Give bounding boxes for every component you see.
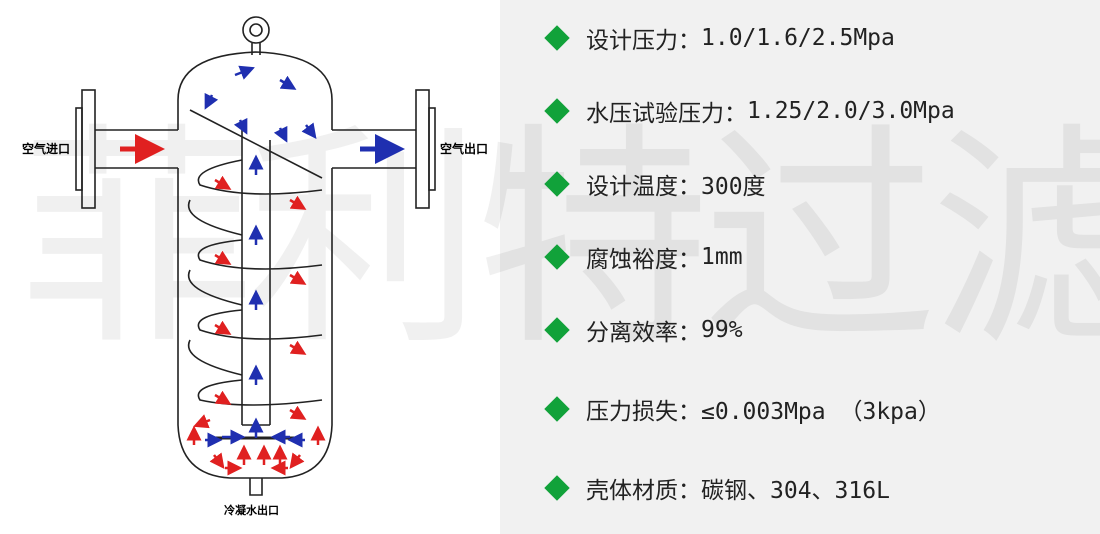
diamond-bullet-icon (544, 396, 570, 422)
swirl-path (197, 239, 323, 270)
swirl-path (197, 379, 323, 406)
spec-value: 1mm (701, 244, 743, 270)
spec-row: 分离效率： 99% (540, 310, 743, 350)
diamond-bullet-icon (544, 25, 570, 51)
outlet-flange (415, 89, 430, 209)
diamond-bullet-icon (544, 171, 570, 197)
flow-arrow (234, 65, 256, 80)
vessel-outline (75, 16, 436, 496)
flow-arrow (204, 92, 219, 110)
spec-label: 设计压力： (586, 28, 701, 54)
spec-row: 设计温度： 300度 (540, 164, 766, 204)
flow-arrow (289, 270, 307, 285)
spec-label: 腐蚀裕度： (586, 247, 701, 273)
spec-row: 腐蚀裕度： 1mm (540, 237, 743, 277)
spec-label: 分离效率： (586, 320, 701, 346)
spec-label: 压力损失： (586, 399, 701, 425)
flow-arrow (273, 125, 288, 143)
flow-arrow (279, 75, 297, 90)
swirl-path (187, 269, 243, 306)
spec-value: 300度 (701, 174, 766, 200)
flow-arrow (193, 414, 211, 429)
flow-arrow (209, 452, 225, 469)
spec-row: 设计压力： 1.0/1.6/2.5Mpa (540, 18, 895, 58)
spec-row: 水压试验压力： 1.25/2.0/3.0Mpa (540, 91, 955, 131)
flow-arrow (301, 122, 317, 139)
flow-arrow (214, 320, 232, 335)
swirl-path (187, 199, 243, 236)
flow-arrow (289, 452, 305, 469)
spec-value: 1.25/2.0/3.0Mpa (747, 98, 955, 124)
diamond-bullet-icon (544, 244, 570, 270)
flow-arrow (214, 175, 232, 190)
inlet-flange (81, 89, 96, 209)
drain-nozzle (249, 478, 263, 496)
inlet-pipe (95, 129, 178, 169)
vessel-shell (177, 168, 333, 479)
spec-label: 设计温度： (586, 174, 701, 200)
spec-row: 压力损失： ≤0.003Mpa （3kpa） (540, 389, 941, 429)
spec-value: 1.0/1.6/2.5Mpa (701, 25, 895, 51)
separator-drawing (75, 16, 436, 496)
lifting-lug-hole (249, 23, 263, 37)
vessel-dome (177, 51, 333, 130)
drain-label: 冷凝水出口 (224, 504, 279, 517)
flow-arrow (289, 340, 307, 355)
spec-label: 水压试验压力： (586, 101, 747, 127)
flow-arrow (214, 390, 232, 405)
inlet-baffle (189, 109, 323, 179)
inlet-label: 空气进口 (22, 142, 71, 156)
spec-panel (500, 0, 1100, 534)
spec-value: 99% (701, 317, 743, 343)
diamond-bullet-icon (544, 475, 570, 501)
outlet-label: 空气出口 (440, 142, 489, 156)
swirl-path (197, 159, 323, 195)
swirl-path (187, 339, 243, 376)
flow-arrow (289, 405, 307, 420)
outlet-pipe (332, 129, 416, 169)
lifting-lug (242, 16, 270, 44)
diamond-bullet-icon (544, 98, 570, 124)
internal-flow-arrows (186, 65, 326, 476)
swirl-path (197, 309, 323, 340)
spec-row: 壳体材质： 碳钢、304、316L (540, 468, 890, 508)
spec-value: ≤0.003Mpa （3kpa） (701, 399, 941, 425)
diamond-bullet-icon (544, 317, 570, 343)
flow-arrow (233, 117, 248, 135)
spec-value: 碳钢、304、316L (701, 478, 890, 504)
flow-arrow (289, 195, 307, 210)
spec-label: 壳体材质： (586, 478, 701, 504)
flow-arrow (214, 250, 232, 265)
